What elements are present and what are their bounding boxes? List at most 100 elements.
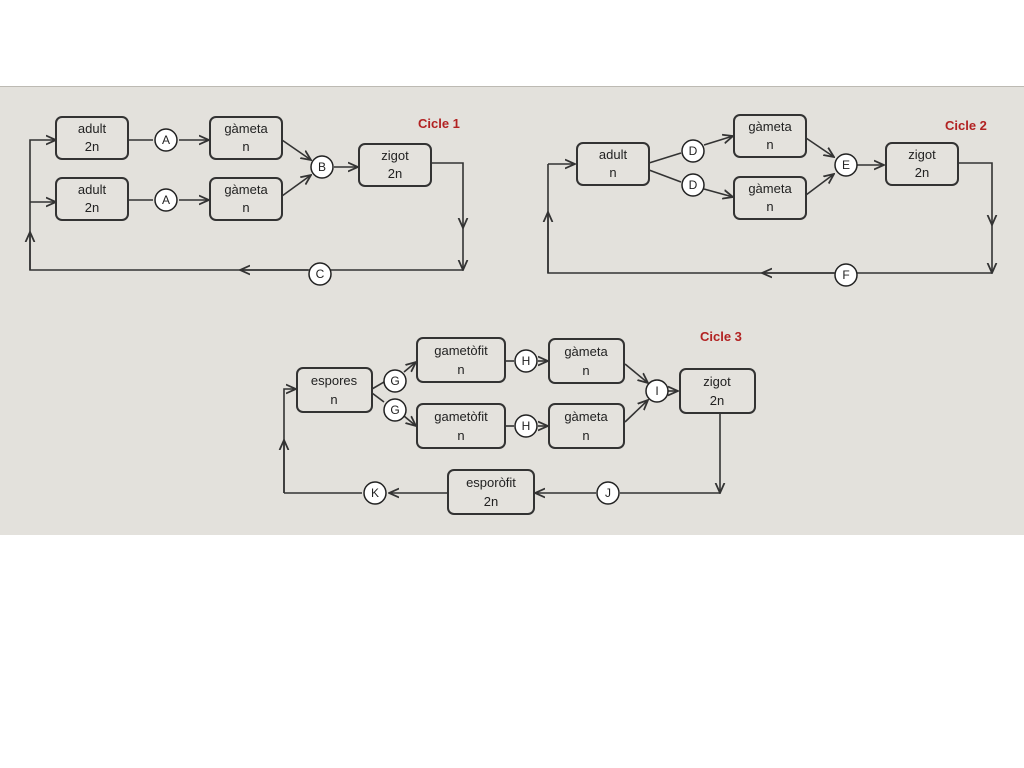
cycle-2-line-adult-d-bottom [648,169,682,183]
cycle-2-line-adult-d-top [648,152,682,164]
cycle-3-arrow-g-gametofit-top [403,362,416,373]
cycle-3-esporofit-box [447,469,535,515]
cycle-3-zigot-name: zigot [703,374,731,389]
cycle-3-label-g-bottom-circle [383,398,407,422]
cycle-3-label-h-bottom-circle [514,414,538,438]
cycle-3-esporofit-ploidy: 2n [484,494,498,509]
cycle-3-label-g-bottom: G [390,403,399,417]
cycle-1-adult-bottom-ploidy: 2n [85,200,99,215]
cycle-2-arrow-d-gameta-top [703,136,733,146]
cycle-2-adult-box [576,142,650,186]
cycle-2-label-e-circle [834,153,858,177]
cycle-1-label-a-top-circle [154,128,178,152]
cycle-2-label-d-bottom: D [689,178,698,192]
cycle-1-arrow-to-adult-top [29,140,56,200]
cycle-1-title: Cicle 1 [418,116,460,131]
cycle-2-gameta-bottom-name: gàmeta [748,181,792,196]
cycle-3-gametofit-top-name: gametòfit [434,343,488,358]
cycle-1-gameta-bottom-box [209,177,283,221]
cycle-3-espores-ploidy: n [330,392,337,407]
cycle-1-label-c-circle [308,262,332,286]
cycle-3-arrow-gameta-i-bottom [624,400,648,423]
cycle-3-espores-box [296,367,373,413]
cycle-1-label-a-top: A [162,133,170,147]
cycle-1-label-b: B [318,160,326,174]
cycle-2-arrow-d-gameta-bottom [703,188,733,197]
cycle-1-gameta-top-box [209,116,283,160]
cycle-2-gameta-top-name: gàmeta [748,119,792,134]
cycle-1-adult-top-box [55,116,129,160]
cycle-2-arrow-gameta-e-top [805,137,834,157]
cycle-1-adult-bottom-name: adult [78,182,107,197]
cycle-1-label-a-bottom-circle [154,188,178,212]
cycle-3-gametofit-bottom-ploidy: n [457,428,464,443]
cycle-3-gametofit-top-box [416,337,506,383]
cycle-1-gameta-bottom-name: gàmeta [224,182,268,197]
cycle-3-label-k-circle [363,481,387,505]
cycle-1-arrow-zigot-down [431,162,463,228]
cycle-3-line-espores-g-bottom [371,392,385,403]
cycle-3-label-k: K [371,486,379,500]
cycle-2-gameta-top-ploidy: n [766,137,773,152]
cycle-3-zigot-box [679,368,756,414]
cycle-2-label-d-top: D [689,144,698,158]
cycle-3-gameta-top-name: gàmeta [564,344,608,359]
cycle-2-adult-name: adult [599,147,628,162]
cycle-3-label-i-circle [645,379,669,403]
cycle-3-arrow-gameta-i-top [624,363,648,383]
cycle-2-label-d-top-circle [681,139,705,163]
cycle-2-arrow-gameta-e-bottom [805,174,834,196]
cycle-3-gametofit-bottom-name: gametòfit [434,409,488,424]
cycle-3-label-h-top: H [522,354,531,368]
cycle-3-title: Cicle 3 [700,329,742,344]
cycle-2-label-f: F [842,268,849,282]
cycle-3-label-g-top: G [390,374,399,388]
cycle-1-label-c: C [316,267,325,281]
cycle-2-arrow-zigot-down [958,162,992,225]
cycle-3-zigot-ploidy: 2n [710,393,724,408]
cycle-2-gameta-top-box [733,114,807,158]
cycle-3-gametofit-bottom-box [416,403,506,449]
cycle-1-arrow-gameta-b-top [281,139,311,160]
cycle-3-label-h-bottom: H [522,419,531,433]
cycle-2-zigot-ploidy: 2n [915,165,929,180]
cycle-3-espores-name: espores [311,373,358,388]
cycle-1-adult-top-ploidy: 2n [85,139,99,154]
cycle-3-label-g-top-circle [383,369,407,393]
cycle-3-label-j: J [605,486,611,500]
cycle-3-esporofit-name: esporòfit [466,475,516,490]
cycle-2-gameta-bottom-ploidy: n [766,199,773,214]
cycle-3-label-i: I [655,384,658,398]
cycle-3-gameta-bottom-ploidy: n [582,428,589,443]
cycle-3-label-h-top-circle [514,349,538,373]
cycle-2-adult-ploidy: n [609,165,616,180]
cycle-3-gameta-top-box [548,338,625,384]
cycle-2-label-e: E [842,158,850,172]
cycle-1-zigot-box [358,143,432,187]
cycle-1: Cicle 1 adult 2n adult 2n gàmeta n gàmet… [29,116,463,286]
cycle-2-gameta-bottom-box [733,176,807,220]
cycle-2: Cicle 2 adult n gàmeta n gàmeta n zigot … [548,114,992,287]
cycle-1-label-a-bottom: A [162,193,170,207]
cycle-3: Cicle 3 espores n gametòfit n gametòfit [283,329,756,515]
cycle-2-label-f-circle [834,263,858,287]
cycle-2-title: Cicle 2 [945,118,987,133]
cycle-1-zigot-ploidy: 2n [388,166,402,181]
cycle-1-adult-bottom-box [55,177,129,221]
cycle-3-arrow-to-espores [283,389,296,493]
cycle-1-gameta-bottom-ploidy: n [242,200,249,215]
cycle-3-arrow-g-gametofit-bottom [403,415,416,426]
cycle-3-gametofit-top-ploidy: n [457,362,464,377]
cycle-3-label-j-circle [596,481,620,505]
cycle-3-line-espores-g-top [371,381,385,390]
cycle-3-gameta-top-ploidy: n [582,363,589,378]
cycle-2-zigot-box [885,142,959,186]
cycle-2-label-d-bottom-circle [681,173,705,197]
cycle-1-adult-top-name: adult [78,121,107,136]
cycle-1-gameta-top-ploidy: n [242,139,249,154]
cycle-3-gameta-bottom-box [548,403,625,449]
cycle-1-arrow-gameta-b-bottom [281,175,311,197]
cycle-1-label-b-circle [310,155,334,179]
cycle-1-zigot-name: zigot [381,148,409,163]
